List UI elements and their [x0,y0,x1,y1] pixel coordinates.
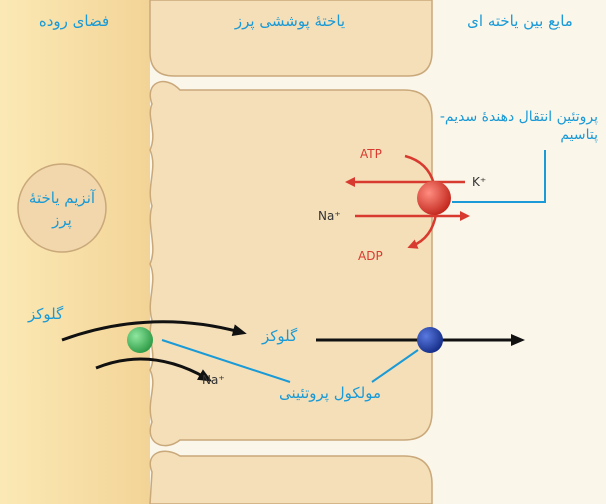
interstitial-fluid-label: مایع بین یاخته ای [467,12,573,30]
atp-label: ATP [360,148,382,160]
na-pump-label: Na⁺ [318,210,341,222]
pump-protein [417,181,451,215]
adp-label: ADP [358,250,383,262]
lumen-label: فضای روده [39,12,109,30]
pump-label: پروتئین انتقال دهندهٔ سدیم-پتاسیم [438,108,598,144]
sglt-protein [127,327,153,353]
lumen-region [0,0,150,504]
k-label: K⁺ [472,176,486,188]
enzyme-label: آنزیم یاختهٔ پرز [22,188,102,232]
na-cotransport-label: Na⁺ [202,374,225,386]
protein-molecule-label: مولکول پروتئینی [279,384,381,402]
glucose-lumen-label: گلوکز [28,305,63,323]
glut-protein [417,327,443,353]
cell-bottom [150,451,432,504]
epithelial-cell-label: یاختهٔ پوششی پرز [235,12,345,30]
glucose-cell-label: گلوکز [262,327,297,345]
